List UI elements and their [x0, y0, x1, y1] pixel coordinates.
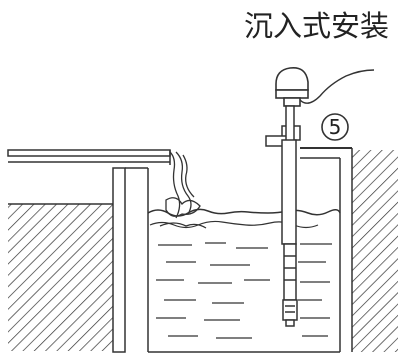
water-lines [156, 242, 332, 339]
water-surface [147, 208, 341, 217]
sensor-shaft [281, 105, 298, 327]
callout-number: 5 [328, 115, 342, 139]
diagram-title: 沉入式安装 [244, 9, 390, 43]
left-tank-wall [8, 167, 149, 353]
sensor-cable [299, 69, 375, 104]
sensor-head [275, 66, 309, 107]
right-tank-wall [300, 147, 398, 352]
water-inflow [159, 151, 207, 229]
inlet-channel [7, 149, 171, 165]
callout-circle [321, 113, 349, 141]
